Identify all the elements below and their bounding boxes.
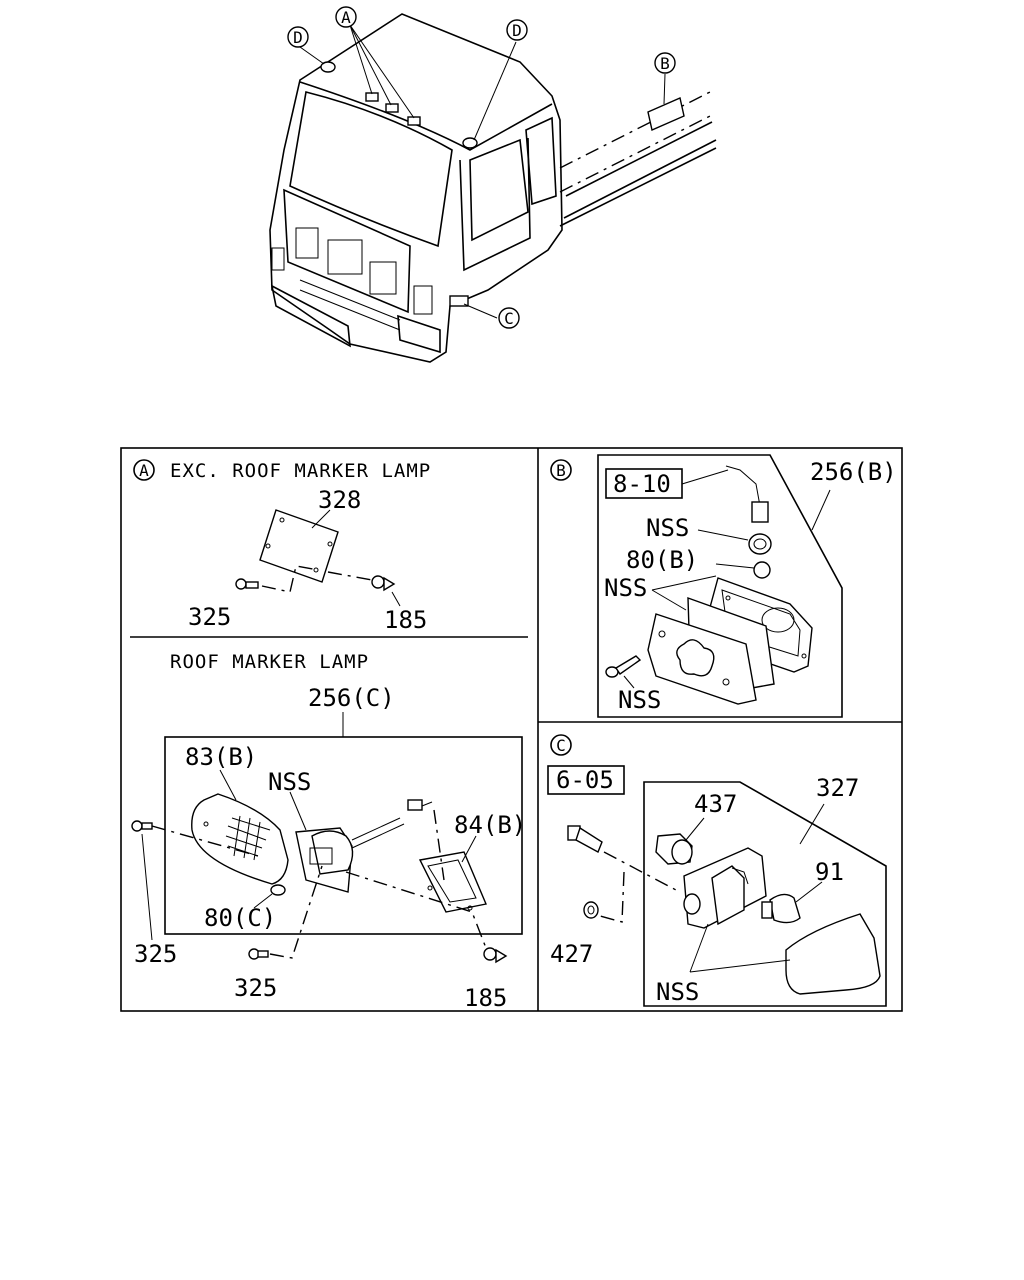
- roof-marker-title: ROOF MARKER LAMP: [170, 651, 369, 673]
- svg-text:C: C: [556, 736, 566, 755]
- panel-c: C 6-05 327 427 437: [547, 734, 887, 1007]
- svg-text:B: B: [660, 54, 670, 73]
- callout-d-right: D: [506, 19, 528, 41]
- plate-328: [259, 509, 339, 583]
- svg-text:B: B: [556, 461, 566, 480]
- label-427: 427: [550, 940, 593, 968]
- front-marker-lamp-right: [462, 137, 478, 149]
- label-nss-body-b: NSS: [604, 574, 647, 602]
- screw-325-left: [131, 820, 153, 832]
- callout-a: A: [335, 6, 357, 28]
- label-437: 437: [694, 790, 737, 818]
- label-83b: 83(B): [185, 743, 257, 771]
- svg-text:8-10: 8-10: [613, 470, 671, 498]
- label-256c: 256(C): [308, 684, 395, 712]
- chassis-frame: [559, 91, 717, 227]
- screw-nss-b: [605, 655, 642, 678]
- connector-c: [567, 825, 603, 853]
- svg-text:A: A: [139, 461, 149, 480]
- socket-437: [655, 833, 693, 865]
- lamp-body-256c: [295, 799, 433, 893]
- front-lens-b: [647, 613, 757, 705]
- screw-325-bottom: [248, 948, 269, 960]
- panel-a-letter: A: [133, 459, 155, 481]
- clip-185: [371, 575, 396, 592]
- label-91: 91: [815, 858, 844, 886]
- front-marker-lamp-left: [320, 61, 336, 73]
- bulb-80c: [270, 884, 286, 896]
- label-325-left: 325: [134, 940, 177, 968]
- svg-text:A: A: [341, 8, 351, 27]
- svg-text:C: C: [504, 309, 514, 328]
- bulb-80b: [753, 561, 771, 579]
- label-80b: 80(B): [626, 546, 698, 574]
- bulb-91: [761, 893, 801, 924]
- callout-d-left: D: [287, 26, 309, 48]
- screw-325: [235, 578, 259, 590]
- svg-text:D: D: [512, 21, 522, 40]
- label-185-roof: 185: [464, 984, 507, 1012]
- assembly-256b-box: [597, 454, 843, 718]
- svg-text:D: D: [293, 28, 303, 47]
- detail-frame: [120, 447, 903, 1012]
- label-84b: 84(B): [454, 811, 526, 839]
- socket-nss-b: [748, 533, 772, 555]
- label-nss-screw-b: NSS: [618, 686, 661, 714]
- label-nss-roof: NSS: [268, 768, 311, 796]
- label-185-a: 185: [384, 606, 427, 634]
- lens-327: [785, 913, 881, 995]
- cab-body: [269, 13, 563, 363]
- side-turn-lamp-c: [449, 295, 469, 307]
- lens-83b: [191, 793, 289, 885]
- door-window: [469, 138, 529, 242]
- label-nss-c: NSS: [656, 978, 699, 1006]
- nut-427: [583, 901, 599, 919]
- label-328: 328: [318, 486, 361, 514]
- ref-box-6-05: 6-05: [547, 765, 625, 795]
- svg-text:6-05: 6-05: [556, 766, 614, 794]
- grille: [283, 188, 411, 314]
- assembly-327-box: [643, 781, 887, 1007]
- panel-b-letter: B: [550, 459, 572, 481]
- label-325-a: 325: [188, 603, 231, 631]
- callout-c: C: [498, 307, 520, 329]
- label-nss-socket-b: NSS: [646, 514, 689, 542]
- panel-b: B 256(B) 8-10 NSS 80(B): [550, 454, 897, 718]
- panel-roof-marker: ROOF MARKER LAMP 256(C) 83(B) NSS: [131, 651, 526, 1012]
- panel-a-title: EXC. ROOF MARKER LAMP: [170, 460, 431, 482]
- wire-connector: [725, 465, 769, 523]
- gasket-84b: [418, 851, 487, 913]
- label-325-bottom: 325: [234, 974, 277, 1002]
- panel-a: A EXC. ROOF MARKER LAMP 328 325 185: [133, 459, 431, 634]
- label-80c: 80(C): [204, 904, 276, 932]
- assembly-256c-box: [164, 736, 523, 935]
- panel-c-letter: C: [550, 734, 572, 756]
- windshield: [289, 91, 453, 248]
- clip-185-roof: [483, 947, 508, 964]
- lamp-housing-327: [683, 847, 767, 929]
- label-256b: 256(B): [810, 458, 897, 486]
- ref-box-8-10: 8-10: [605, 468, 683, 499]
- label-327: 327: [816, 774, 859, 802]
- callout-b: B: [654, 52, 676, 74]
- side-marker-lamp-b: [647, 97, 685, 131]
- truck-cab-overview: A D D B C: [269, 6, 717, 363]
